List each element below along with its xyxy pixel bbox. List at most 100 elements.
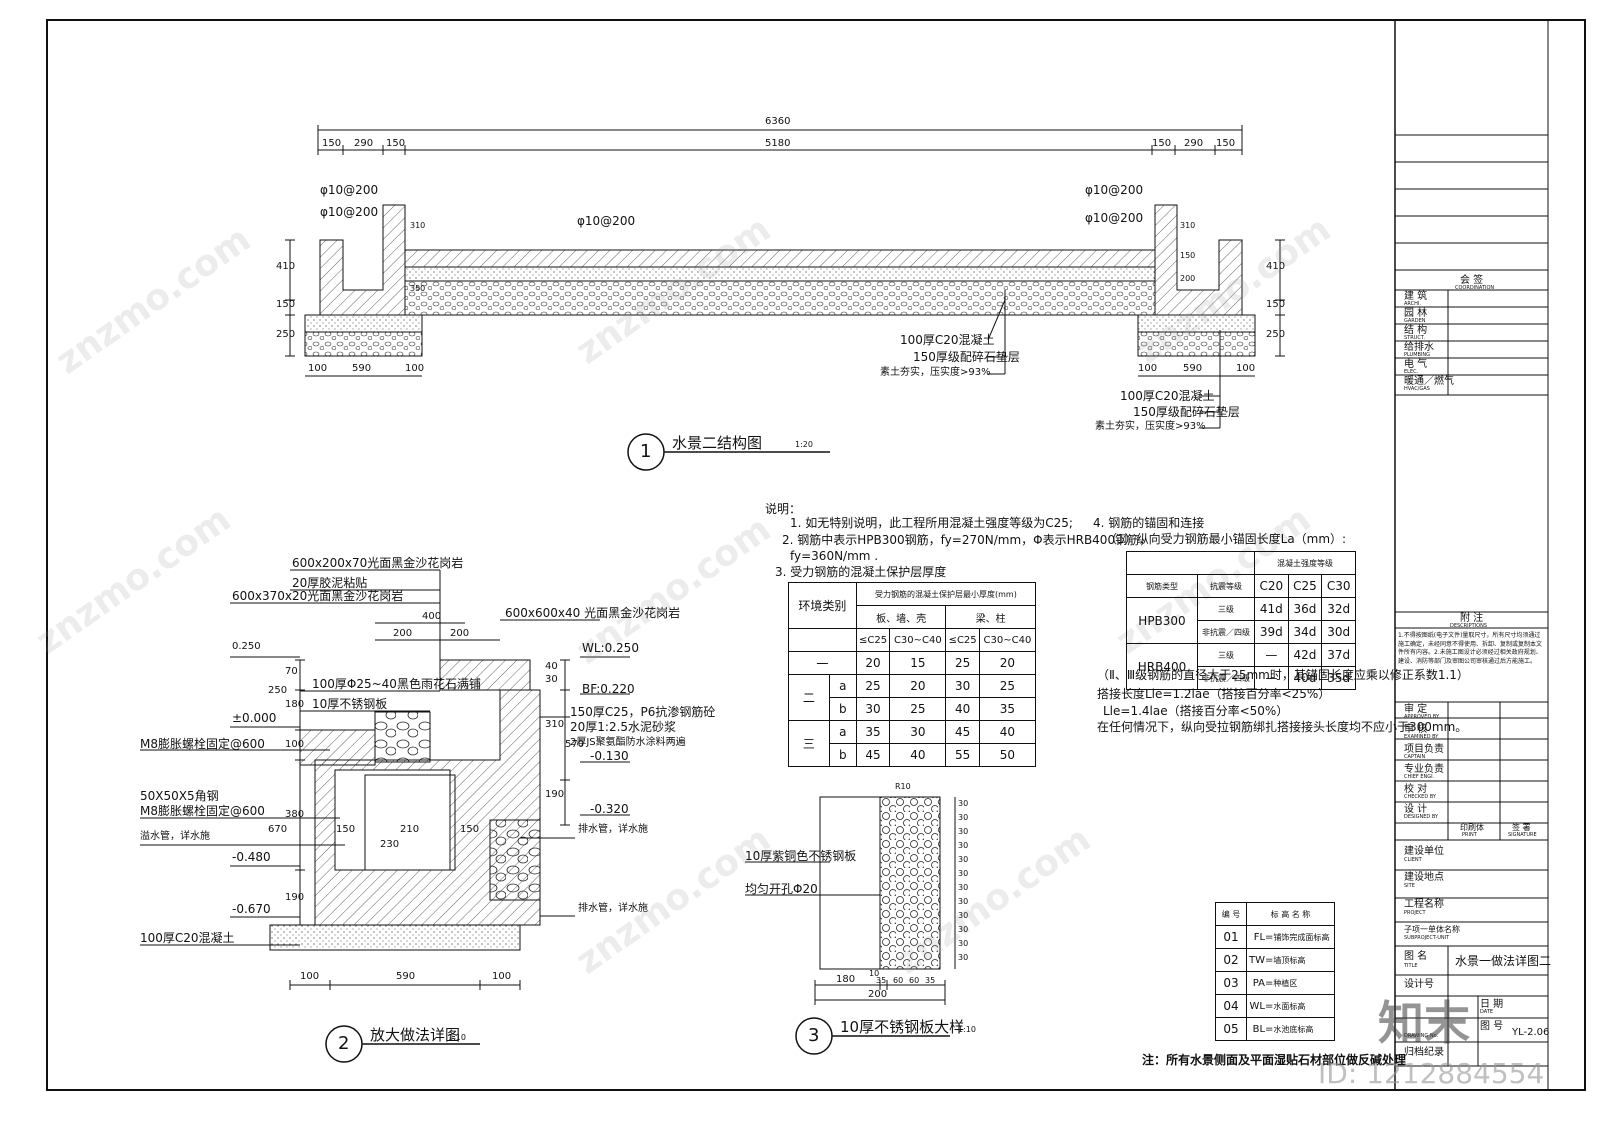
table-cell: 05 (1215, 1017, 1247, 1041)
table-cell: a (828, 674, 857, 698)
table-header: 梁、柱 (945, 605, 1036, 629)
table-cell: 25 (889, 697, 947, 721)
table-cell: 非抗震／四级 (1197, 666, 1255, 690)
role-label: 审 核 (1404, 724, 1428, 735)
cover-table: 环境类别 受力钢筋的混凝土保护层最小厚度(mm) 板、墙、壳 梁、柱 ≤C25 … (788, 582, 1037, 767)
dim: 190 (545, 789, 565, 800)
dim: 150 (322, 138, 342, 149)
role-en: CHIEF ENGI. (1404, 774, 1435, 780)
table-cell: — (1254, 643, 1289, 667)
discipline-label: 暖通／燃气 (1404, 376, 1454, 387)
dim: 100 (1138, 363, 1158, 374)
table-cell: 二 (788, 674, 830, 721)
radius-label: R10 (895, 782, 911, 791)
dim: 150 (1180, 251, 1196, 260)
role-en: CAPTAIN (1404, 754, 1426, 760)
dim: 5180 (765, 138, 791, 149)
layer-label: 150厚级配碎石垫层 (913, 350, 1020, 364)
note-line: 3. 受力钢筋的混凝土保护层厚度 (775, 565, 947, 579)
table-cell: a (828, 720, 857, 744)
dim: 250 (276, 329, 296, 340)
dim: 30 (545, 674, 558, 685)
table-cell: 50 (978, 743, 1037, 767)
rebar-label: φ10@200 (1085, 183, 1144, 197)
table-cell: 35 (978, 697, 1037, 721)
detail-scale: 1:10 (448, 1033, 466, 1042)
table-header: 抗震等级 (1197, 574, 1255, 598)
detail-title: 10厚不锈钢板大样 (840, 1018, 965, 1036)
sign-en: SIGNATURE (1508, 832, 1537, 838)
notes-en: DESCRIPTIONS (1450, 623, 1488, 629)
discipline-en: ARCHI. (1404, 301, 1421, 307)
level-mark: -0.130 (590, 749, 629, 763)
dim: 100 (1236, 363, 1256, 374)
table-cell: 30d (1321, 620, 1356, 644)
dim: 310 (545, 719, 565, 730)
level-mark: BF:0.220 (582, 682, 635, 696)
level-mark: -0.670 (232, 902, 271, 916)
table-cell: 水面标高 (1273, 994, 1336, 1018)
side-dim: 30 (958, 953, 969, 962)
notes-title: 附 注 (1460, 613, 1484, 624)
cosign-title: 会 签 (1460, 275, 1484, 286)
table-header: 标 高 名 称 (1246, 902, 1335, 926)
discipline-label: 给排水 (1404, 342, 1434, 353)
table-cell: 35d (1321, 666, 1356, 690)
dim: 250 (268, 685, 288, 696)
discipline-label: 建 筑 (1404, 291, 1428, 302)
dim: 180 (836, 974, 856, 985)
table-cell: b (828, 697, 857, 721)
table-cell: 三级 (1197, 597, 1255, 621)
dim: 150 (276, 299, 296, 310)
table-cell: 45 (855, 743, 891, 767)
table-cell: 30 (889, 720, 947, 744)
table-cell: 20 (978, 651, 1037, 675)
image-id: ID: 1212884554 (1318, 1057, 1545, 1090)
dim: 100 (300, 971, 320, 982)
role-label: 审 定 (1404, 704, 1428, 715)
callout: 10厚紫铜色不锈钢板 (745, 849, 857, 863)
role-label: 专业负责 (1404, 764, 1444, 775)
detail-scale: 1:20 (795, 440, 813, 449)
print-en: PRINT (1462, 832, 1477, 838)
dim: 310 (1180, 221, 1196, 230)
table-header: C30 (1321, 574, 1356, 598)
drawing-title: 水景一做法详图二 (1455, 954, 1552, 968)
table-cell: 40 (978, 720, 1037, 744)
note-line: 1. 如无特别说明，此工程所用混凝土强度等级为C25; (790, 516, 1073, 530)
rebar-label: φ10@200 (320, 205, 379, 219)
table-cell: 非抗震／四级 (1197, 620, 1255, 644)
table-cell: 32d (1321, 597, 1356, 621)
callout: 600x600x40 光面黑金沙花岗岩 (505, 606, 681, 620)
layer-label: 150厚级配碎石垫层 (1133, 405, 1240, 419)
note-line: fy=360N/mm . (790, 549, 879, 563)
dim: 150 (1216, 138, 1236, 149)
role-en: DESIGNED BY (1404, 814, 1439, 820)
table-cell: 40d (1287, 666, 1323, 690)
drawing-no: YL-2.06 (1512, 1027, 1550, 1038)
table-cell: PA= (1246, 971, 1274, 995)
table-cell: b (828, 743, 857, 767)
table-cell: 种植区 (1273, 971, 1336, 995)
table-cell: 三级 (1197, 643, 1255, 667)
side-dim: 30 (958, 841, 969, 850)
table-cell: 三 (788, 720, 830, 767)
subproject-label: 子项一单体名称 (1404, 925, 1460, 934)
dim: 150 (1152, 138, 1172, 149)
subproject-en: SUBPROJECT-UNIT (1404, 935, 1450, 941)
detail-number: 1 (640, 441, 652, 462)
layer-label: 100厚C20混凝土 (900, 333, 995, 347)
dim: 200 (868, 989, 888, 1000)
dim: 100 (492, 971, 512, 982)
callout: 600x200x70光面黑金沙花岗岩 (292, 556, 464, 570)
table-cell: 40 (889, 743, 947, 767)
drawing-title-en: TITLE (1404, 963, 1418, 969)
dim: 10 (869, 969, 880, 978)
table-header: ≤C25 (945, 628, 980, 652)
sign-label: 签 署 (1512, 823, 1531, 832)
role-label: 设 计 (1404, 804, 1428, 815)
table-header: C30~C40 (889, 628, 947, 652)
table-header: 板、墙、壳 (855, 605, 947, 629)
